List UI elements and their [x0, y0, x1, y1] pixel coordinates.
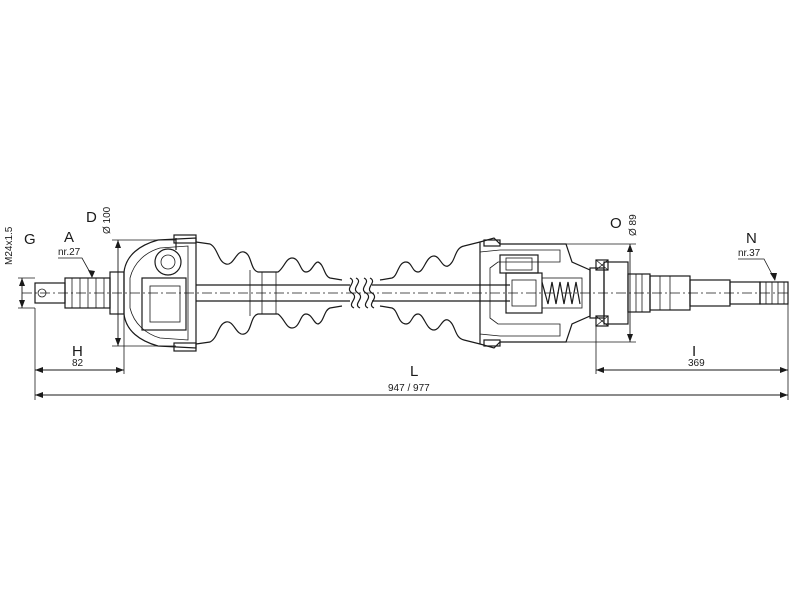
- length-i-dimension: [595, 326, 788, 374]
- label-o: O: [610, 215, 622, 232]
- diameter-left-label: Ø 100: [102, 206, 113, 234]
- length-i-value: 369: [688, 358, 705, 369]
- diameter-right-label: Ø 89: [628, 214, 639, 236]
- label-d: D: [86, 209, 97, 226]
- label-h: H: [72, 343, 83, 360]
- right-output-stub: [589, 259, 789, 327]
- label-l: L: [410, 363, 418, 380]
- spline-right-leader: [738, 258, 775, 279]
- thread-size-label: M24x1.5: [4, 226, 15, 265]
- length-h-value: 82: [72, 358, 84, 369]
- right-boot: [379, 241, 481, 345]
- center-shaft: [196, 277, 510, 309]
- spline-count-right: nr.37: [738, 248, 761, 259]
- total-length-dimension: [35, 304, 789, 400]
- left-threaded-stub: [34, 271, 125, 315]
- left-cv-joint: [123, 234, 197, 352]
- total-length-value: 947 / 977: [388, 383, 430, 394]
- diameter-right-dimension: [566, 243, 636, 343]
- left-boot: [195, 241, 343, 345]
- thread-dimension: [18, 277, 35, 309]
- label-n: N: [746, 230, 757, 247]
- spline-count-left: nr.27: [58, 247, 81, 258]
- diameter-left-dimension: [112, 239, 176, 347]
- length-h-dimension: [34, 308, 125, 400]
- label-i: I: [692, 343, 696, 360]
- spline-left-leader: [58, 257, 93, 277]
- label-g: G: [24, 231, 36, 248]
- label-a: A: [64, 229, 74, 246]
